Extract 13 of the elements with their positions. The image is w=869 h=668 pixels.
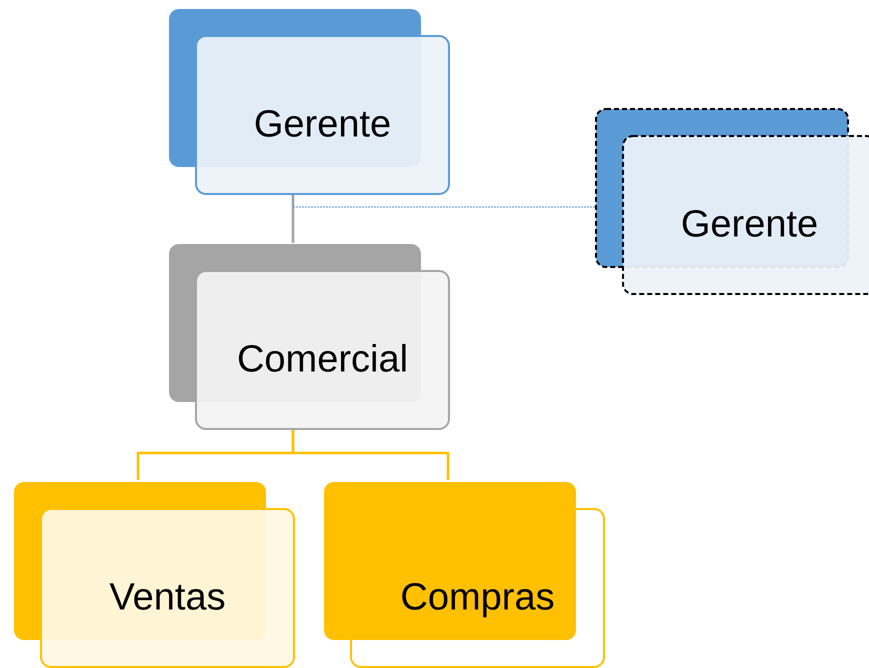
card-label: Compras: [400, 576, 555, 620]
connector-line: [292, 195, 294, 243]
card-label: Comercial: [236, 338, 408, 382]
stacked-card: [168, 243, 450, 429]
card-label: Gerente: [254, 104, 392, 146]
card-label: Gerente: [680, 204, 818, 246]
stacked-card: [168, 8, 450, 194]
card-label: Ventas: [109, 576, 226, 620]
stacked-card: [595, 108, 869, 294]
connector-line: [292, 194, 596, 208]
stacked-card: [13, 481, 295, 667]
connector-line: [292, 430, 450, 480]
stacked-card: [323, 481, 605, 667]
